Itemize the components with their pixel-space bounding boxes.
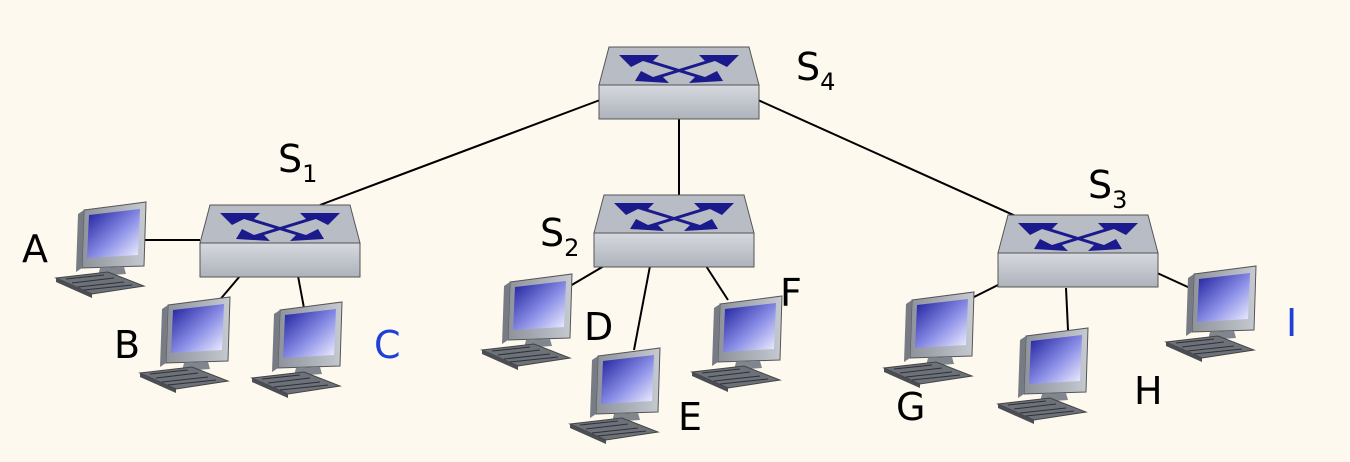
- link-s2-e: [633, 265, 651, 351]
- host-i-computer-icon[interactable]: [1165, 265, 1257, 363]
- switch-s1[interactable]: [199, 204, 361, 278]
- host-g-computer-icon[interactable]: [883, 291, 975, 389]
- link-s4-s3: [757, 99, 1021, 219]
- switch-s3[interactable]: [997, 214, 1159, 288]
- link-s3-h: [1065, 287, 1069, 331]
- host-h-label: H: [1134, 369, 1163, 413]
- switch-s1-label: S1: [278, 137, 317, 188]
- host-f-label: F: [780, 271, 802, 315]
- switch-s2-label: S2: [540, 211, 579, 262]
- host-f-computer-icon[interactable]: [691, 295, 783, 393]
- host-a-label: A: [22, 227, 48, 271]
- host-b-label: B: [114, 323, 140, 367]
- host-a-computer-icon[interactable]: [55, 201, 147, 299]
- links: [136, 99, 1191, 351]
- host-e-computer-icon[interactable]: [569, 347, 661, 445]
- switch-s3-label: S3: [1088, 163, 1127, 214]
- host-b-computer-icon[interactable]: [139, 296, 231, 394]
- host-i-label: I: [1286, 301, 1297, 345]
- link-s2-f: [705, 265, 729, 301]
- link-s1-c: [297, 275, 305, 309]
- switch-s2[interactable]: [593, 194, 755, 268]
- link-s3-i: [1154, 271, 1191, 289]
- link-s4-s1: [319, 99, 601, 206]
- switch-s4-label: S4: [796, 45, 835, 96]
- switch-s4[interactable]: [598, 46, 760, 120]
- host-e-label: E: [678, 395, 702, 439]
- host-g-label: G: [896, 385, 925, 429]
- link-s2-d: [569, 265, 605, 287]
- host-c-label: C: [374, 323, 401, 367]
- host-h-computer-icon[interactable]: [997, 327, 1089, 425]
- host-d-computer-icon[interactable]: [481, 273, 573, 371]
- host-d-label: D: [584, 305, 613, 349]
- host-c-computer-icon[interactable]: [251, 301, 343, 399]
